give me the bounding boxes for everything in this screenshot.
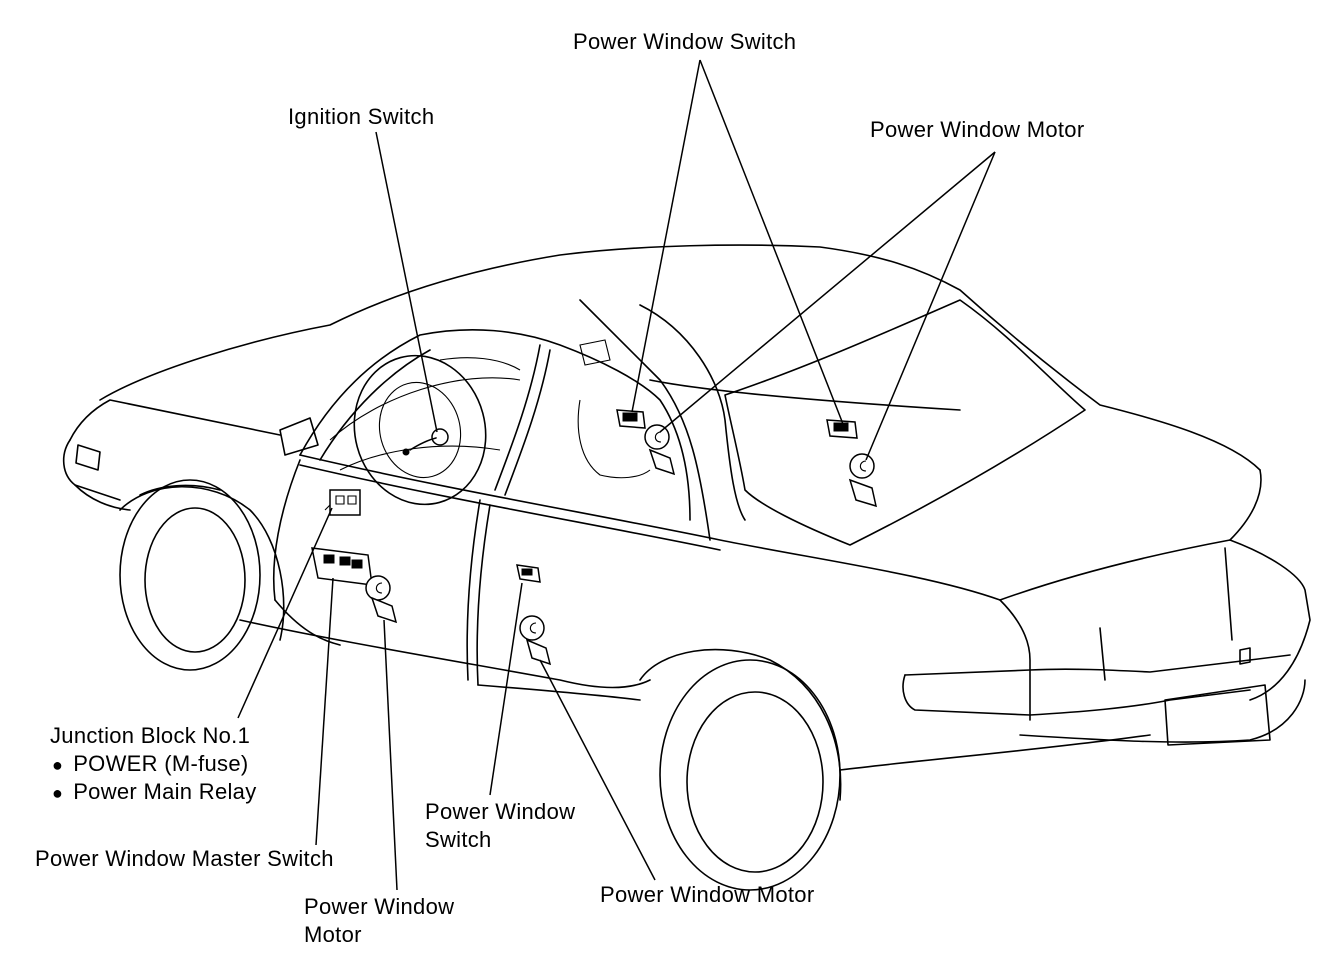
rear-door-motor-part [520, 616, 550, 664]
front-motor-label-line2: Motor [304, 922, 362, 947]
car-body [64, 245, 1310, 890]
power-window-motor-top-label: Power Window Motor [870, 117, 1085, 142]
power-window-switch-top-label: Power Window Switch [573, 29, 797, 54]
far-rear-motor-part [850, 454, 876, 506]
rear-motor-label: Power Window Motor [600, 882, 815, 907]
junction-block-part [325, 490, 360, 515]
rear-switch-label-line1: Power Window [425, 799, 576, 824]
front-window-motor-part [366, 576, 396, 622]
junction-block-title: Junction Block No.1 [50, 723, 251, 748]
junction-block-item-relay: Power Main Relay [52, 778, 257, 807]
master-switch-label: Power Window Master Switch [35, 846, 334, 871]
far-front-motor-part [645, 425, 674, 474]
far-front-switch-part [617, 410, 645, 428]
far-rear-switch-part [827, 420, 857, 438]
junction-block-item-power: POWER (M-fuse) [52, 750, 249, 779]
ignition-switch-part [403, 429, 448, 455]
front-motor-label-line1: Power Window [304, 894, 455, 919]
ignition-switch-label: Ignition Switch [288, 104, 435, 129]
leader-lines [238, 60, 995, 890]
master-switch-part [312, 548, 372, 585]
rear-door-switch-part [517, 565, 540, 582]
rear-switch-label-line2: Switch [425, 827, 492, 852]
